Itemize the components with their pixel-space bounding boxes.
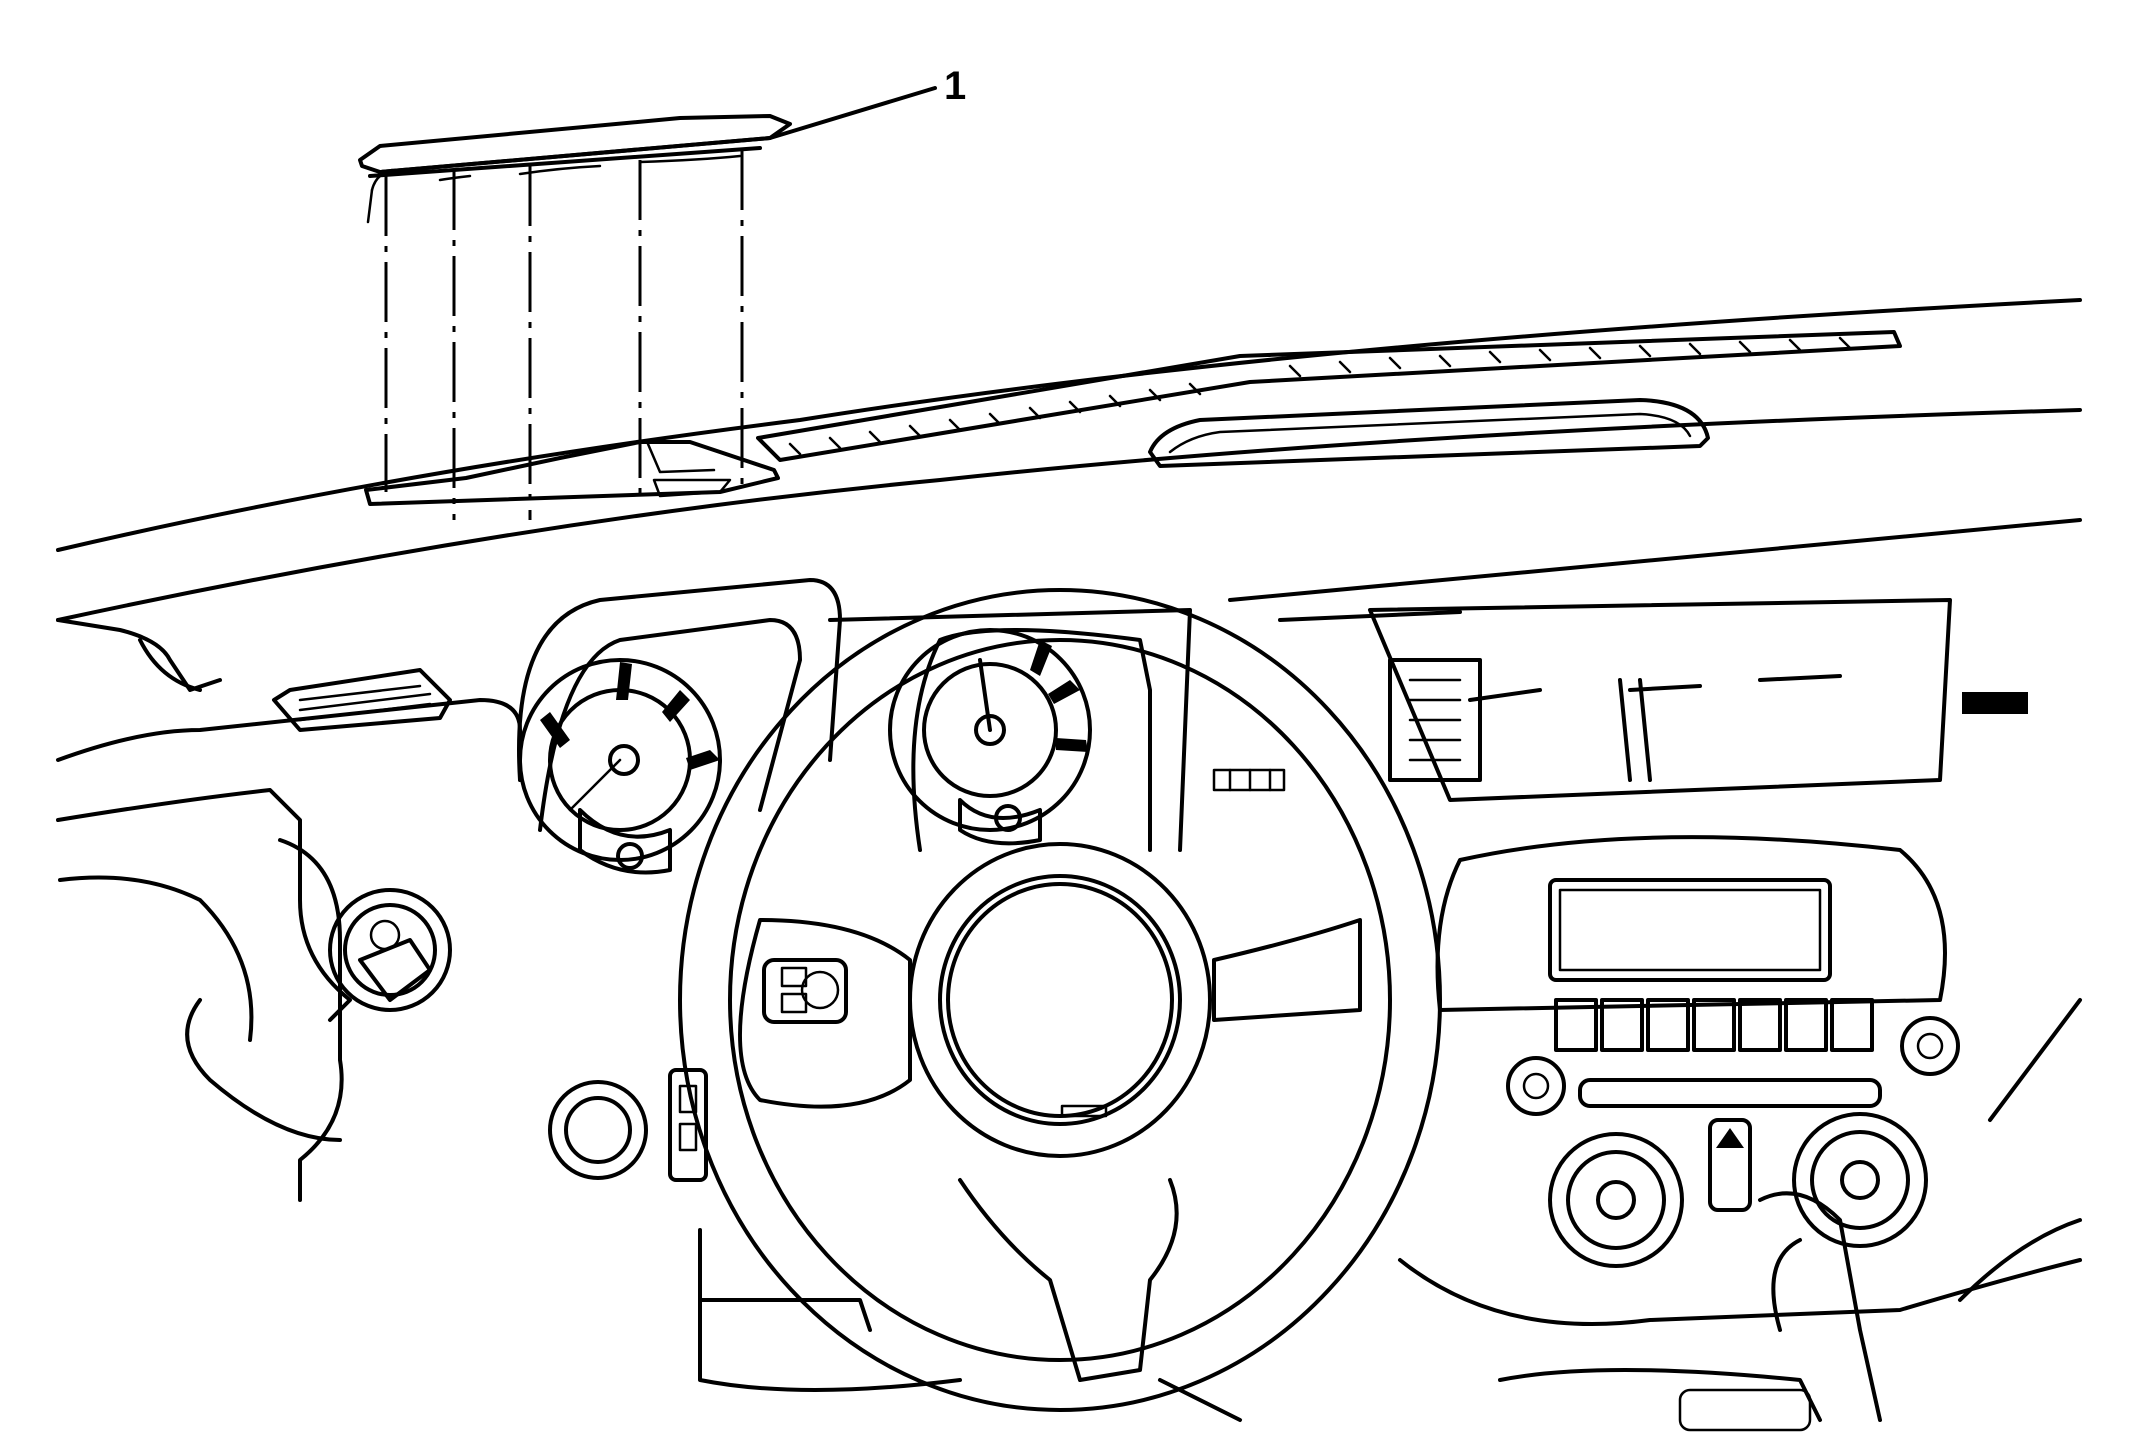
dashboard-left [56,618,708,1202]
dashboard-top [56,298,2082,622]
instrument-cluster [517,578,1286,875]
radio-preset-buttons [1554,998,1874,1052]
removed-dash-panel [358,114,792,224]
callout-1-leader [768,86,937,140]
alignment-lines [384,150,744,520]
callout-1-label: 1 [944,64,967,108]
center-stack [1368,598,2082,1432]
steering-wheel [678,588,1442,1422]
